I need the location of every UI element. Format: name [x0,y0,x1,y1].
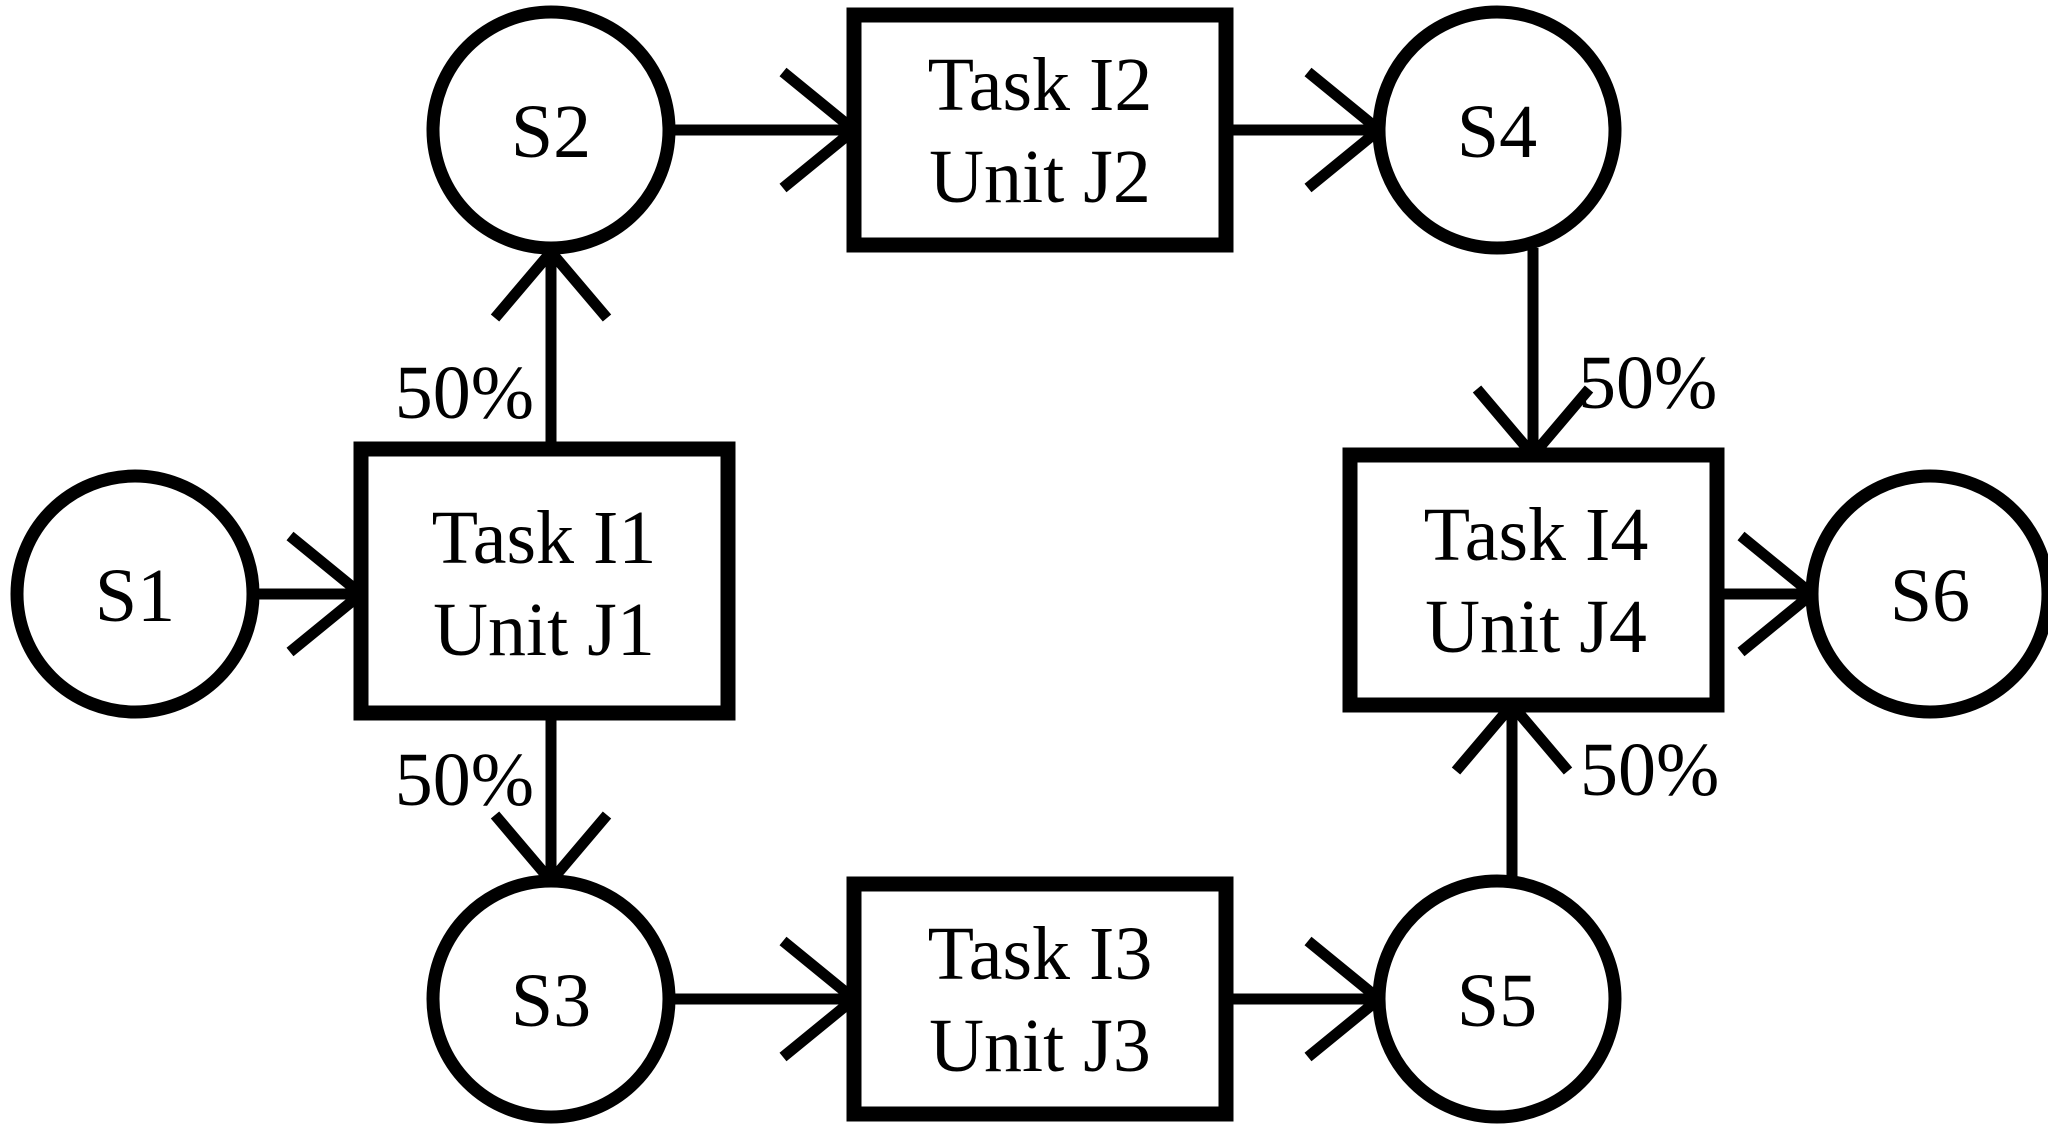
state-circle-s4 [1372,5,1622,255]
edge-label-i1-s2: 50% [395,351,534,435]
state-circle-s5 [1372,874,1622,1124]
state-node-s4[interactable]: S4 [1372,5,1622,255]
task-i1-line2: Unit J1 [433,588,655,672]
edge-task-i2-to-s4 [1226,67,1388,193]
state-node-s1[interactable]: S1 [10,469,260,719]
edge-task-i3-to-s5 [1226,936,1388,1062]
task-node-i3[interactable]: Task I3 Unit J3 [846,876,1234,1122]
state-label-s4: S4 [1457,90,1537,174]
task-i3-line1: Task I3 [928,912,1153,996]
edge-s4-to-task-i4: 50% [1472,248,1717,464]
task-node-i2[interactable]: Task I2 Unit J2 [846,7,1234,253]
task-i2-line2: Unit J2 [929,135,1151,219]
state-label-s3: S3 [511,959,591,1043]
edge-task-i1-to-s2: 50% [395,243,612,449]
task-i4-line1: Task I4 [1424,493,1649,577]
task-box-i1-rect [353,441,736,721]
task-node-i1[interactable]: Task I1 Unit J1 [353,441,736,721]
state-label-s2: S2 [511,90,591,174]
state-circle-s1 [10,469,260,719]
state-label-s6: S6 [1890,554,1970,638]
edge-s5-to-task-i4: 50% [1451,696,1719,881]
edge-task-i4-to-s6 [1717,531,1821,657]
state-circle-s6 [1805,469,2048,719]
state-circle-s3 [426,874,676,1124]
edge-label-s5-i4: 50% [1580,728,1719,812]
task-box-i4-rect [1342,447,1725,713]
edge-s2-to-task-i2 [669,67,863,193]
state-node-s6[interactable]: S6 [1805,469,2048,719]
state-label-s1: S1 [95,554,175,638]
state-circle-s2 [426,5,676,255]
task-box-i3-rect [846,876,1234,1122]
task-box-i2-rect [846,7,1234,253]
edge-task-i1-to-s3: 50% [395,713,612,890]
edge-s3-to-task-i3 [669,936,863,1062]
state-node-s2[interactable]: S2 [426,5,676,255]
task-i1-line1: Task I1 [432,496,657,580]
task-i4-line2: Unit J4 [1425,585,1647,669]
edge-label-i1-s3: 50% [395,738,534,822]
state-node-s3[interactable]: S3 [426,874,676,1124]
task-i3-line2: Unit J3 [929,1004,1151,1088]
edge-s1-to-task-i1 [253,531,370,657]
state-node-s5[interactable]: S5 [1372,874,1622,1124]
task-i2-line1: Task I2 [928,43,1153,127]
state-label-s5: S5 [1457,959,1537,1043]
edge-label-s4-i4: 50% [1578,341,1717,425]
task-node-i4[interactable]: Task I4 Unit J4 [1342,447,1725,713]
